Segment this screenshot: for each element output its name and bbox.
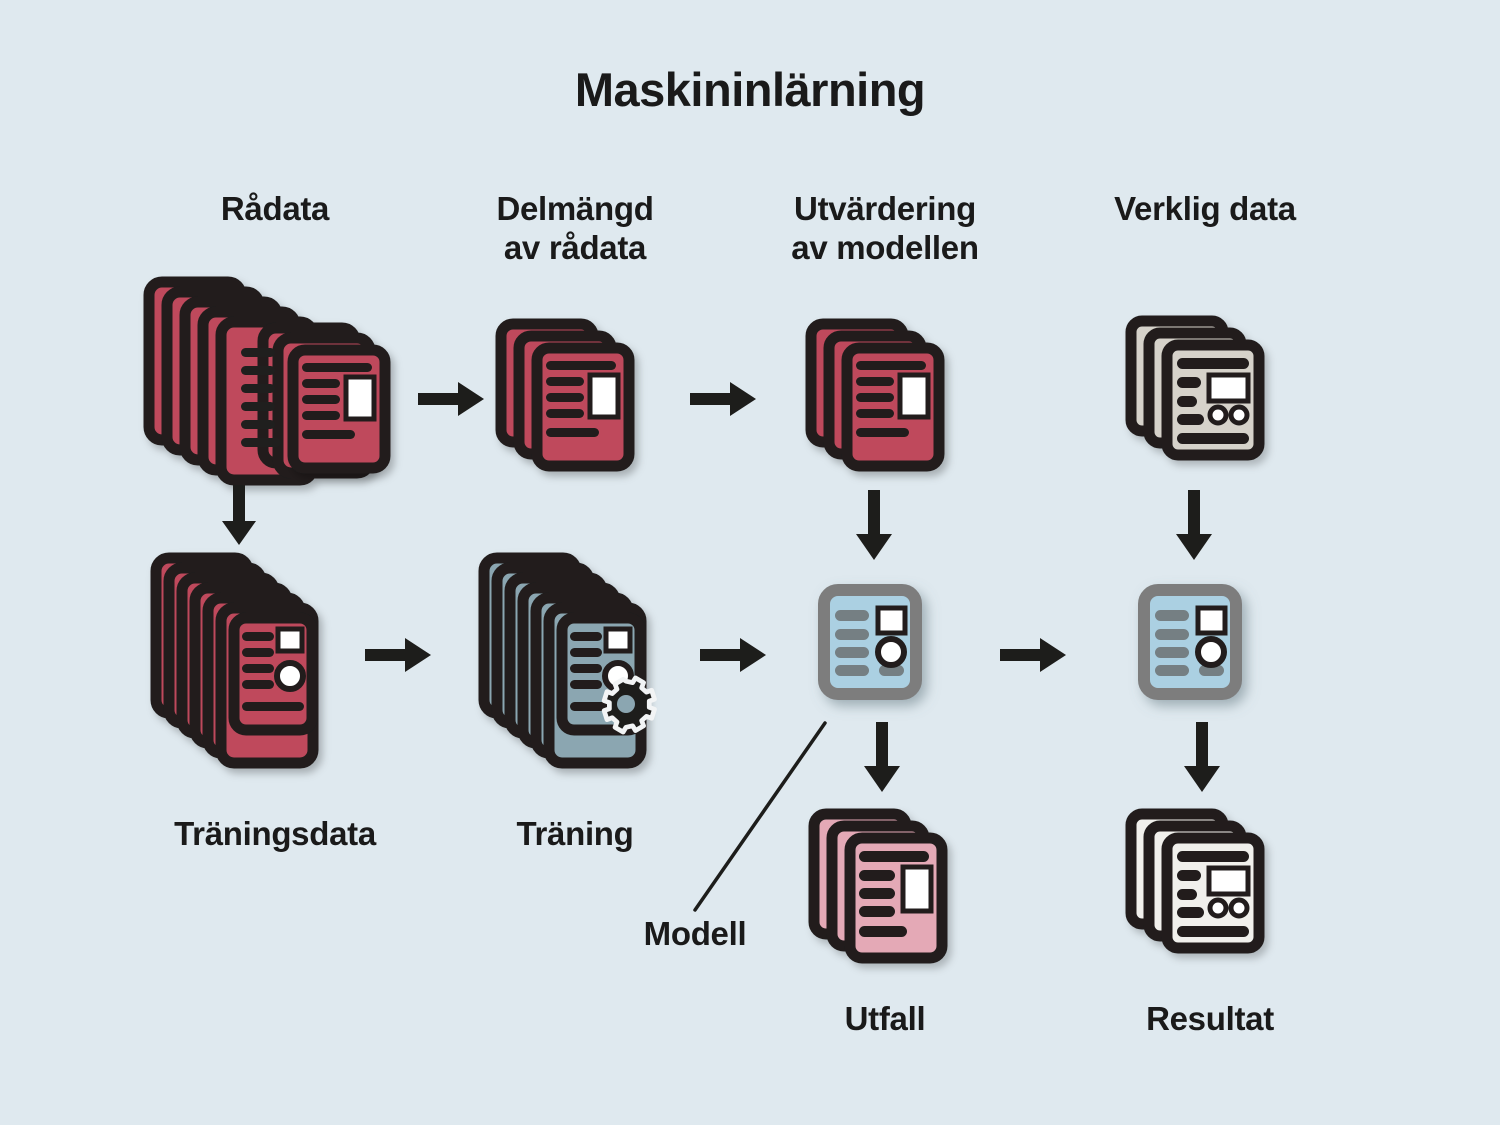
caption-utfall: Utfall	[844, 1000, 926, 1037]
arrow-right-icon	[365, 638, 431, 672]
node-modell-doc[interactable]	[812, 582, 937, 707]
arrow-delmangd-to-utvardering	[690, 378, 760, 420]
arrow-right-icon	[1000, 638, 1066, 672]
caption-modell: Modell	[643, 915, 747, 952]
node-traning-stack[interactable]	[478, 552, 688, 769]
modell-leader-line	[690, 715, 840, 915]
node-modell-doc-2[interactable]	[1132, 582, 1257, 707]
utvardering-docs	[805, 318, 945, 472]
utfall-docs	[808, 808, 948, 964]
column-header-radata-line1: Rådata	[220, 190, 330, 227]
arrow-right-icon	[700, 638, 766, 672]
delmangd-docs	[495, 318, 635, 472]
column-header-delmangd-line1: Delmängd	[496, 190, 654, 227]
column-header-verklig-line1: Verklig data	[1114, 190, 1296, 227]
page-title: Maskininlärning	[574, 63, 926, 116]
node-resultat-stack[interactable]	[1125, 808, 1290, 963]
node-delmangd-stack[interactable]	[495, 318, 655, 472]
arrow-down-icon	[222, 485, 256, 545]
leader-line-segment	[693, 721, 827, 912]
arrow-traning-to-modell	[700, 634, 770, 676]
arrow-right-icon	[690, 382, 756, 416]
arrow-down-icon	[1176, 490, 1212, 560]
arrow-down-icon	[856, 490, 892, 560]
arrow-modell-to-utfall	[860, 722, 904, 794]
resultat-docs	[1125, 808, 1265, 954]
arrow-utvardering-to-modell	[852, 490, 896, 562]
column-header-utvardering-line2: av modellen	[791, 228, 979, 266]
caption-resultat: Resultat	[1146, 1000, 1274, 1037]
radata-doc-front	[287, 344, 391, 474]
arrow-verklig-to-modell2	[1172, 490, 1216, 562]
node-radata-stack[interactable]	[143, 276, 395, 486]
arrow-traningsdata-to-traning	[365, 634, 435, 676]
node-utfall-stack[interactable]	[808, 808, 968, 964]
column-header-delmangd-line2: av rådata	[503, 228, 647, 266]
arrow-modell2-to-resultat	[1180, 722, 1224, 794]
arrow-radata-to-traningsdata	[217, 485, 261, 547]
column-header-utvardering-line1: Utvärdering	[794, 190, 976, 227]
node-verklig-stack[interactable]	[1125, 315, 1290, 470]
column-header-radata: Rådata	[130, 190, 420, 229]
traningsdata-docs	[150, 552, 319, 769]
arrow-down-icon	[864, 722, 900, 792]
traning-docs	[478, 552, 647, 769]
caption-traningsdata: Träningsdata	[174, 815, 376, 852]
arrow-right-icon	[418, 382, 484, 416]
arrow-radata-to-delmangd	[418, 378, 488, 420]
arrow-down-icon	[1184, 722, 1220, 792]
column-header-delmangd: Delmängd av rådata	[430, 190, 720, 268]
gear-icon	[601, 675, 657, 735]
column-header-verklig: Verklig data	[1055, 190, 1355, 229]
radata-doc-mid-lines	[241, 348, 281, 447]
modell-doc-2-body	[1138, 584, 1242, 700]
caption-traning: Träning	[516, 815, 634, 852]
modell-doc-body	[818, 584, 922, 700]
arrow-modell-to-modell2	[1000, 634, 1070, 676]
node-traningsdata-stack[interactable]	[150, 552, 350, 769]
node-utvardering-stack[interactable]	[805, 318, 965, 472]
verklig-docs	[1125, 315, 1265, 461]
column-header-utvardering: Utvärdering av modellen	[735, 190, 1035, 268]
